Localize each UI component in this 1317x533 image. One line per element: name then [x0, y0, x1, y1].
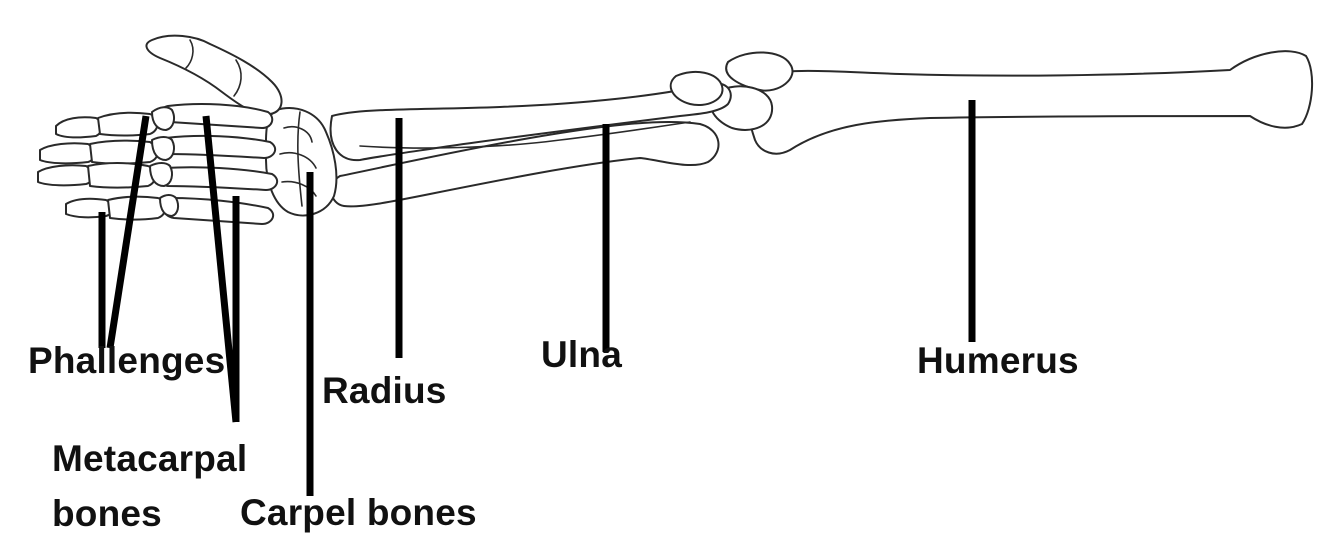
- label-metacarpal-line1: Metacarpal: [52, 432, 247, 487]
- metacarpal-3: [157, 167, 277, 190]
- label-ulna: Ulna: [541, 336, 622, 373]
- finger-ring: [38, 163, 172, 188]
- finger-little: [66, 195, 178, 220]
- label-metacarpal-bones: Metacarpal bones: [52, 432, 247, 533]
- label-metacarpal-line2: bones: [52, 487, 247, 533]
- elbow-condyle: [726, 52, 792, 90]
- label-radius: Radius: [322, 372, 447, 409]
- label-carpal-bones: Carpel bones: [240, 494, 477, 531]
- thumb-bones: [146, 36, 281, 115]
- metacarpal-2: [159, 136, 275, 158]
- finger-middle: [40, 137, 174, 164]
- finger-index: [56, 107, 174, 137]
- radius-head: [671, 72, 723, 105]
- humerus-bone: [746, 51, 1312, 153]
- label-phalanges: Phallenges: [28, 342, 225, 379]
- label-humerus: Humerus: [917, 342, 1079, 379]
